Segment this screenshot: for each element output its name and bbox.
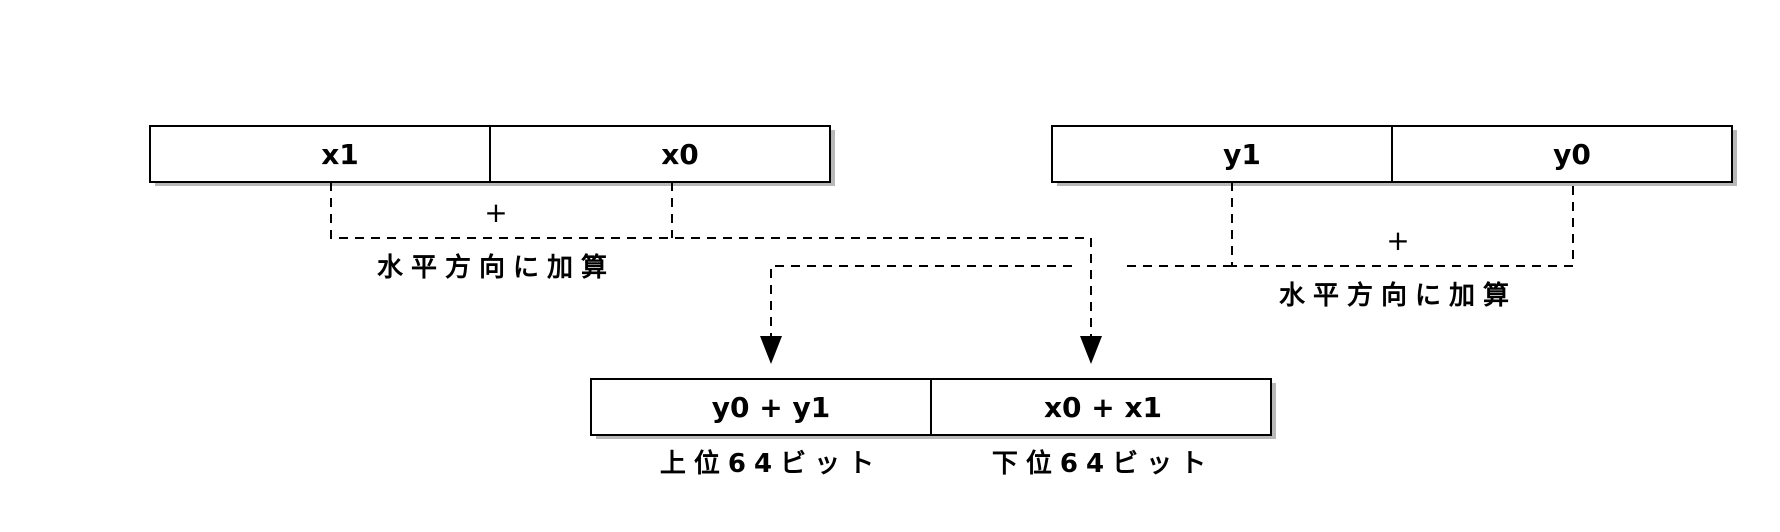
y-add-connector: + 水平方向に加算 — [770, 182, 1574, 338]
y0-label: y0 — [1553, 138, 1591, 171]
y-sum-leader-left — [770, 265, 1072, 338]
x-register: x1 x0 — [149, 125, 835, 186]
y-register: y1 y0 — [1051, 125, 1737, 186]
result-register: y0 + y1 x0 + x1 — [590, 378, 1276, 439]
y-plus-sign: + — [1386, 224, 1409, 257]
x0-label: x0 — [661, 138, 699, 171]
y1-label: y1 — [1223, 138, 1261, 171]
x-add-connector: + 水平方向に加算 — [330, 182, 1092, 338]
upper-64bit-caption: 上位64ビット — [660, 448, 882, 479]
upper-sum-label: y0 + y1 — [712, 391, 830, 424]
x-sum-path — [330, 182, 1092, 338]
lower-64bit-caption: 下位64ビット — [992, 448, 1214, 479]
upper-arrowhead — [760, 336, 782, 364]
x1-label: x1 — [321, 138, 359, 171]
lower-sum-label: x0 + x1 — [1044, 391, 1162, 424]
x-plus-sign: + — [484, 196, 507, 229]
y-sum-bracket — [1231, 182, 1574, 267]
x-add-caption: 水平方向に加算 — [377, 252, 615, 283]
lower-arrowhead — [1080, 336, 1102, 364]
y-add-caption: 水平方向に加算 — [1279, 280, 1517, 311]
